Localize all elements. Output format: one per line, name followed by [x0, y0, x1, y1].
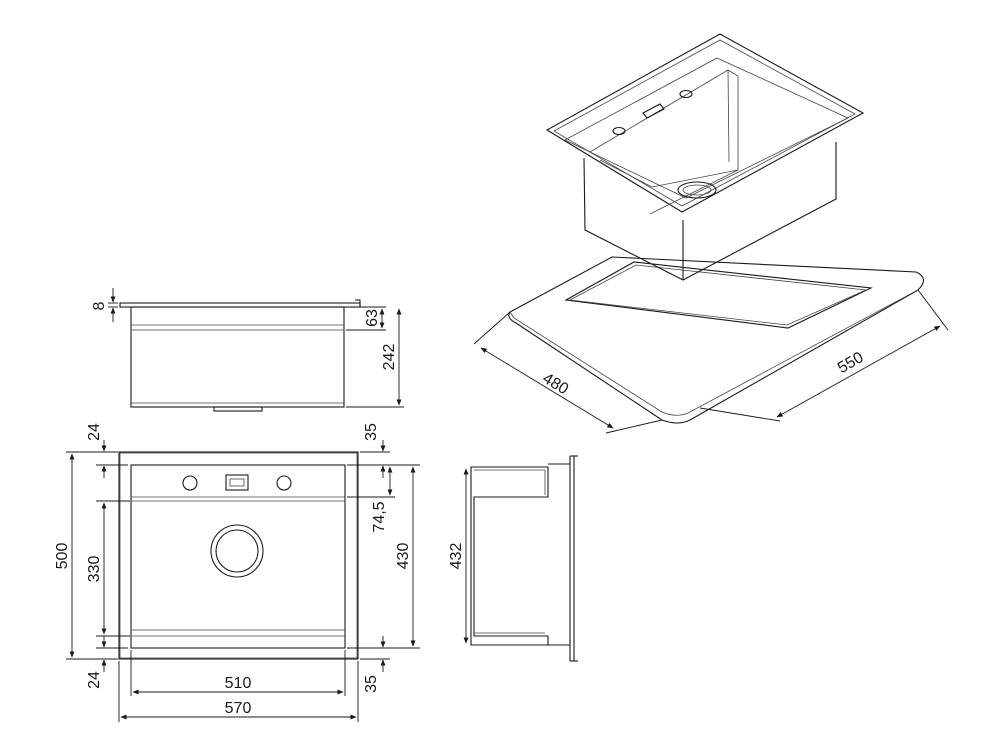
side-depth-label: 242 [381, 344, 398, 371]
plan-bowl-width-label: 510 [225, 675, 252, 692]
plan-overall-depth-label: 500 [54, 543, 71, 570]
side-rim-height-label: 63 [364, 309, 381, 327]
drain-outer [210, 524, 264, 578]
plan-overall-width-label: 570 [225, 700, 252, 717]
plan-front-margin-top-label: 24 [86, 423, 103, 441]
iso-tap-hole-right [679, 89, 693, 99]
iso-cutout-depth-label: 480 [539, 370, 571, 398]
tap-hole-left [182, 475, 198, 491]
plan-right-margin-top-label: 35 [363, 423, 380, 441]
drain-inner [215, 529, 259, 573]
plan-inner-depth-label: 430 [395, 543, 412, 570]
plan-right-margin-bottom-label: 35 [363, 675, 380, 693]
section-height-label: 432 [448, 543, 465, 570]
iso-drain [677, 181, 717, 199]
plan-view: 24 24 35 35 500 330 74,5 430 [54, 423, 420, 722]
plan-accessory-zone-label: 74,5 [371, 501, 388, 532]
tap-hole-right [276, 475, 292, 491]
plan-bowl-depth-label: 330 [86, 556, 103, 583]
overflow-slot [225, 474, 249, 491]
plan-front-margin-bottom-label: 24 [86, 671, 103, 689]
section-view: 432 [448, 455, 578, 662]
side-view: 8 63 242 [91, 288, 404, 412]
side-top-thickness-label: 8 [91, 301, 108, 310]
iso-tap-hole-left [612, 126, 626, 136]
iso-overflow-slot [642, 103, 665, 119]
iso-view: 480 550 [473, 33, 949, 434]
iso-cutout-width-label: 550 [835, 349, 867, 377]
